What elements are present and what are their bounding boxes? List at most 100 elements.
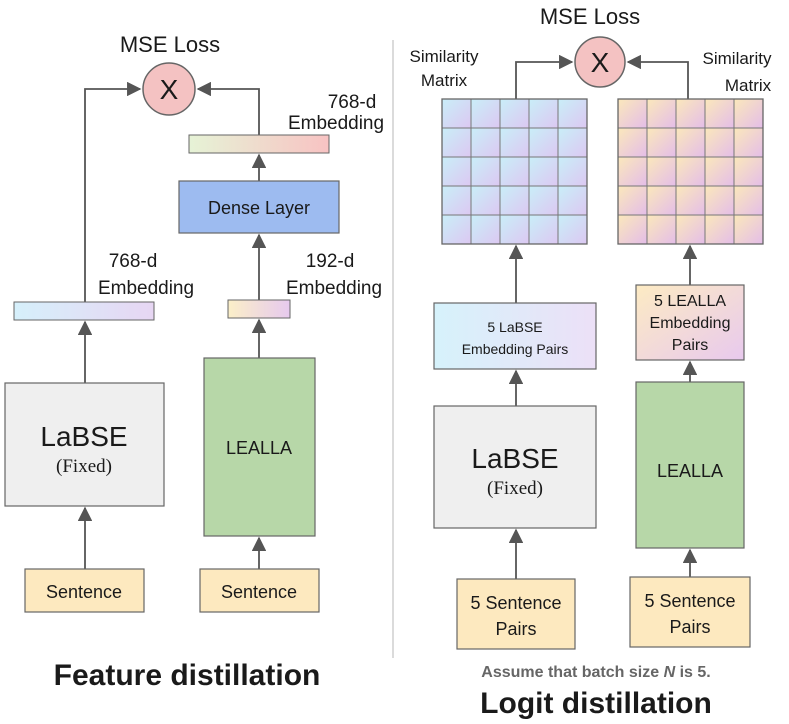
feature-teacher-input-box bbox=[24, 568, 145, 613]
logit-batch-size-note: Assume that batch size N is 5. bbox=[481, 664, 710, 681]
matrix-cell bbox=[557, 156, 588, 187]
feature-distillation-title: Feature distillation bbox=[54, 659, 321, 692]
feature-labse-fixed-note: (Fixed) bbox=[56, 456, 112, 477]
matrix-cell bbox=[499, 98, 530, 129]
feature-teacher-input-label: Sentence bbox=[46, 582, 122, 602]
matrix-cell bbox=[441, 98, 472, 129]
feature-lealla-label: LEALLA bbox=[226, 438, 292, 458]
feature-student-input-box bbox=[199, 568, 320, 613]
logit-lealla-label: LEALLA bbox=[657, 461, 723, 481]
matrix-cell bbox=[441, 156, 472, 187]
feature-teacher-embedding-dim: 768-d bbox=[109, 251, 158, 272]
feature-student-embedding-bar bbox=[227, 299, 291, 319]
feature-labse-label: LaBSE bbox=[40, 421, 127, 452]
matrix-cell bbox=[675, 214, 706, 245]
feature-op-symbol: X bbox=[160, 74, 179, 105]
matrix-cell bbox=[557, 127, 588, 158]
matrix-cell bbox=[617, 185, 648, 216]
feature-lealla-box bbox=[203, 357, 316, 537]
feature-projected-embedding-bar bbox=[188, 134, 330, 154]
matrix-cell bbox=[470, 214, 501, 245]
matrix-cell bbox=[704, 156, 735, 187]
matrix-cell bbox=[675, 185, 706, 216]
feature-projected-embedding-word: Embedding bbox=[288, 113, 384, 134]
matrix-cell bbox=[646, 98, 677, 129]
matrix-cell bbox=[499, 185, 530, 216]
matrix-cell bbox=[499, 214, 530, 245]
matrix-cell bbox=[528, 156, 559, 187]
logit-student-pairs-line3: Pairs bbox=[672, 337, 708, 354]
matrix-cell bbox=[733, 98, 764, 129]
matrix-cell bbox=[617, 98, 648, 129]
matrix-cell bbox=[733, 127, 764, 158]
matrix-cell bbox=[499, 156, 530, 187]
logit-right-matrix-to-loss-arrow bbox=[626, 54, 689, 99]
logit-teacher-pairs-line2: Embedding Pairs bbox=[462, 341, 569, 357]
logit-teacher-pairs-line1: 5 LaBSE bbox=[487, 319, 542, 335]
matrix-cell bbox=[528, 214, 559, 245]
feature-student-embedding-word: Embedding bbox=[286, 278, 382, 299]
logit-labse-label: LaBSE bbox=[471, 443, 558, 474]
logit-teacher-input-line2: Pairs bbox=[495, 619, 536, 639]
logit-labse-fixed-note: (Fixed) bbox=[487, 478, 543, 499]
matrix-cell bbox=[617, 156, 648, 187]
logit-left-matrix-label-line2: Matrix bbox=[421, 71, 468, 90]
matrix-cell bbox=[557, 185, 588, 216]
matrix-cell bbox=[441, 127, 472, 158]
logit-student-input-box bbox=[629, 576, 751, 648]
matrix-cell bbox=[646, 127, 677, 158]
matrix-cell bbox=[733, 185, 764, 216]
feature-student-input-label: Sentence bbox=[221, 582, 297, 602]
logit-right-matrix-label-line1: Similarity bbox=[703, 49, 772, 68]
logit-right-similarity-matrix bbox=[617, 98, 764, 245]
matrix-cell bbox=[704, 127, 735, 158]
logit-teacher-embedding-pairs-box bbox=[433, 302, 597, 370]
matrix-cell bbox=[528, 98, 559, 129]
matrix-cell bbox=[499, 127, 530, 158]
logit-distillation-panel: MSE Loss X Similarity Matrix Similarity … bbox=[410, 4, 772, 720]
matrix-cell bbox=[704, 185, 735, 216]
dense-layer-label: Dense Layer bbox=[208, 198, 310, 218]
feature-teacher-to-loss-arrow bbox=[84, 81, 142, 302]
matrix-cell bbox=[704, 98, 735, 129]
matrix-cell bbox=[528, 185, 559, 216]
logit-student-input-line1: 5 Sentence bbox=[644, 591, 735, 611]
logit-left-similarity-matrix bbox=[441, 98, 588, 245]
matrix-cell bbox=[646, 156, 677, 187]
logit-student-pairs-line1: 5 LEALLA bbox=[654, 293, 726, 310]
matrix-cell bbox=[617, 127, 648, 158]
logit-right-matrix-label-line2: Matrix bbox=[725, 76, 772, 95]
matrix-cell bbox=[675, 98, 706, 129]
feature-teacher-embedding-word: Embedding bbox=[98, 278, 194, 299]
logit-loss-label: MSE Loss bbox=[540, 4, 640, 29]
matrix-cell bbox=[470, 127, 501, 158]
matrix-cell bbox=[470, 185, 501, 216]
logit-left-matrix-label-line1: Similarity bbox=[410, 47, 479, 66]
logit-mse-loss-circle bbox=[574, 36, 626, 88]
feature-mse-loss-circle bbox=[142, 62, 196, 116]
matrix-cell bbox=[470, 98, 501, 129]
feature-labse-box bbox=[4, 382, 165, 507]
matrix-cell bbox=[557, 98, 588, 129]
logit-left-matrix-to-loss-arrow bbox=[515, 54, 574, 99]
logit-student-input-line2: Pairs bbox=[669, 617, 710, 637]
feature-student-embedding-dim: 192-d bbox=[306, 251, 355, 272]
matrix-cell bbox=[441, 214, 472, 245]
matrix-cell bbox=[470, 156, 501, 187]
matrix-cell bbox=[675, 127, 706, 158]
feature-teacher-embedding-bar bbox=[13, 301, 155, 321]
matrix-cell bbox=[733, 156, 764, 187]
matrix-cell bbox=[646, 185, 677, 216]
matrix-cell bbox=[704, 214, 735, 245]
matrix-cell bbox=[675, 156, 706, 187]
logit-student-pairs-line2: Embedding bbox=[650, 315, 731, 332]
logit-labse-box bbox=[433, 405, 597, 529]
logit-op-symbol: X bbox=[591, 47, 610, 78]
logit-lealla-box bbox=[635, 381, 745, 549]
matrix-cell bbox=[528, 127, 559, 158]
logit-student-embedding-pairs-box bbox=[635, 284, 745, 361]
feature-distillation-panel: MSE Loss X 768-d Embedding Dense Layer 7… bbox=[4, 32, 384, 692]
feature-loss-label: MSE Loss bbox=[120, 32, 220, 57]
matrix-cell bbox=[617, 214, 648, 245]
logit-distillation-title: Logit distillation bbox=[480, 687, 712, 720]
